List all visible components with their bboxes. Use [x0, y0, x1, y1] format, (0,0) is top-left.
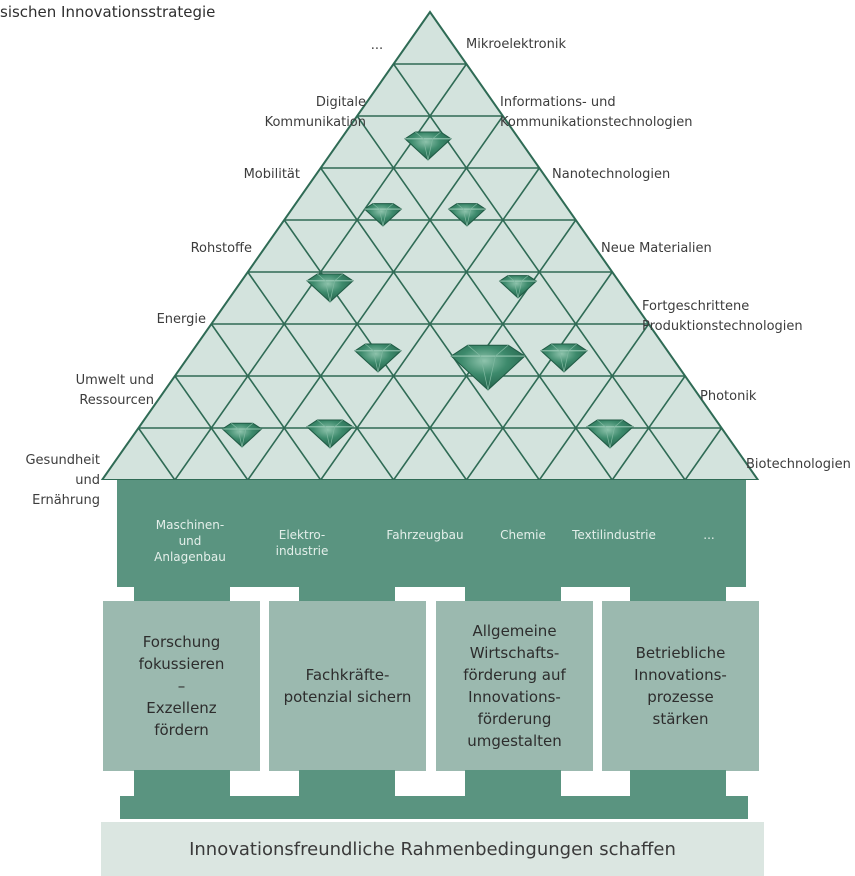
industry-chemie: Chemie: [500, 528, 546, 542]
connector: [630, 586, 726, 602]
connector: [465, 586, 561, 602]
industry-maschinenbau: Maschinen- und Anlagenbau: [154, 518, 226, 564]
pillar-wirtschaftsfoerderung: Allgemeine Wirtschafts- förderung auf In…: [436, 601, 593, 771]
label-biotechnologien: Biotechnologien: [746, 457, 851, 472]
pillar-fachkraefte: Fachkräfte- potenzial sichern: [269, 601, 426, 771]
connector: [134, 770, 230, 797]
diamond-icon: [447, 203, 487, 227]
industry-fahrzeugbau: Fahrzeugbau: [386, 528, 464, 542]
gem-layer: [221, 131, 634, 449]
label-rohstoffe: Rohstoffe: [190, 241, 252, 256]
diamond-icon: [450, 344, 526, 391]
connector: [299, 770, 395, 797]
pillar-forschung: Forschung fokussieren – Exzellenz förder…: [103, 601, 260, 771]
diamond-icon: [404, 131, 452, 161]
diamond-icon: [498, 275, 538, 299]
grid-line: [137, 427, 176, 480]
label-digitale-kommunikation: Digitale Kommunikation: [264, 95, 366, 130]
grid-line: [684, 427, 723, 480]
label-iuk: Informations- und Kommunikationstechnolo…: [500, 95, 693, 130]
connector: [465, 770, 561, 797]
connector: [134, 586, 230, 602]
diamond-icon: [586, 419, 634, 449]
industry-elektroindustrie: Elektro- industrie: [275, 528, 329, 558]
diamond-icon: [221, 422, 263, 448]
diamond-icon: [354, 343, 402, 373]
industry-band: [117, 480, 746, 587]
diamond-icon: [306, 273, 354, 303]
industry-more: ...: [703, 528, 715, 542]
pyramid-body: [100, 10, 760, 480]
pillar-innovationsprozesse: Betriebliche Innovations- prozesse stärk…: [602, 601, 759, 771]
label-produktionstechnologien: Fortgeschrittene Produktionstechnologien: [642, 299, 803, 334]
diamond-icon: [540, 343, 588, 373]
label-mobilitaet: Mobilität: [243, 167, 300, 182]
grid-line: [356, 115, 613, 480]
grid-line: [538, 323, 650, 480]
grid-line: [247, 115, 504, 480]
page-title: sischen Innovationsstrategie: [0, 3, 216, 21]
connector: [299, 586, 395, 602]
label-nanotechnologien: Nanotechnologien: [552, 167, 671, 182]
grid-line: [210, 323, 322, 480]
label-mikroelektronik: Mikroelektronik: [466, 37, 566, 52]
diamond-icon: [306, 419, 354, 449]
label-gesundheit: Gesundheit und Ernährung: [25, 453, 100, 508]
label-umwelt: Umwelt und Ressourcen: [75, 373, 154, 408]
label-photonik: Photonik: [700, 389, 757, 404]
diamond-icon: [363, 203, 403, 227]
foundation-block: Innovationsfreundliche Rahmenbedingungen…: [101, 822, 764, 876]
label-energie: Energie: [156, 312, 206, 327]
pyramid-top-label: ...: [370, 38, 384, 53]
foundation-label: Innovationsfreundliche Rahmenbedingungen…: [189, 838, 676, 860]
label-neue-materialien: Neue Materialien: [601, 241, 712, 256]
base-beam: [120, 796, 748, 819]
innovation-pyramid: [100, 10, 760, 480]
connector: [630, 770, 726, 797]
industry-textilindustrie: Textilindustrie: [572, 528, 656, 542]
